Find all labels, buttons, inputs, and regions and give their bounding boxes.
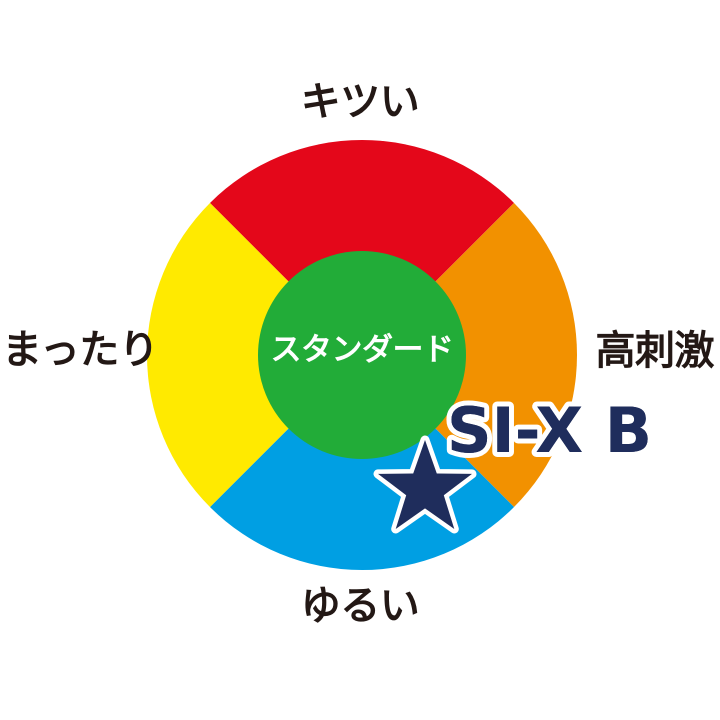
marker-label-halo: SI-X B [447,394,652,467]
axis-label-top: キツい [300,79,420,125]
axis-label-right: 高刺激 [595,328,715,374]
ring-segment-right-orange[interactable] [362,55,662,655]
marker-label[interactable]: SI-X B [447,394,652,467]
axis-label-left: まったり [2,327,159,373]
ring-segment-top-red[interactable] [62,55,662,355]
star-icon-fill [378,440,472,529]
center-hub-label: スタンダード [270,332,455,368]
center-hub-circle[interactable] [258,251,466,459]
ring-segment-bottom-blue[interactable] [62,355,662,655]
ring-segment-group [62,55,662,655]
axis-label-bottom: ゆるい [300,583,420,629]
ring-segment-left-yellow[interactable] [62,55,362,655]
star-marker[interactable] [373,435,477,534]
